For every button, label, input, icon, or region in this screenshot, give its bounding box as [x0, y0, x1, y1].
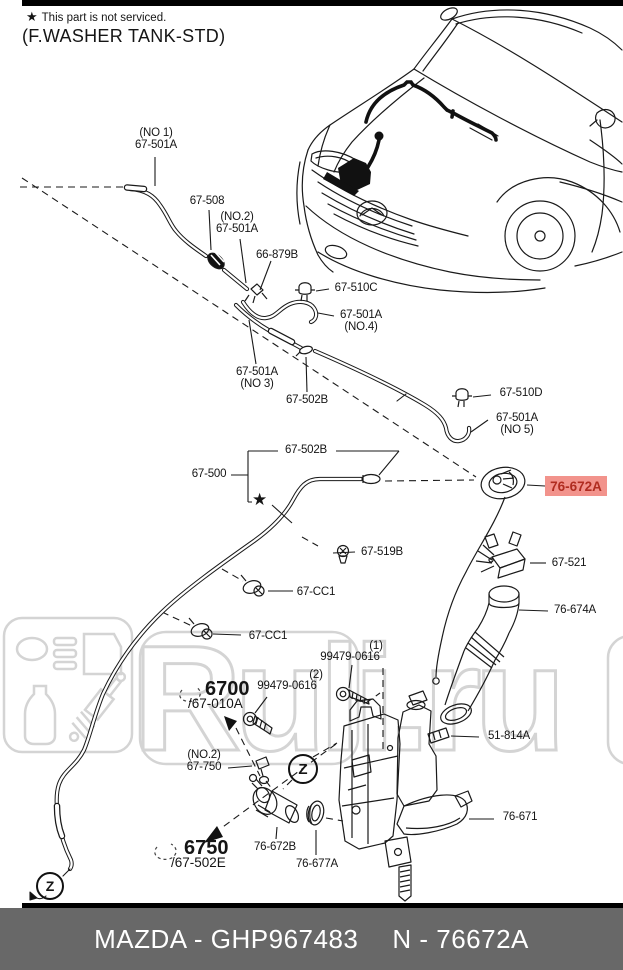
- clip-67-750: [255, 756, 270, 785]
- joint-67-508: [207, 251, 225, 270]
- label-67-502b-upper[interactable]: 67-502B: [285, 394, 329, 406]
- footer-part-code: N - 76672A: [392, 923, 529, 954]
- filler-neck-76-674a: [440, 585, 520, 725]
- grommet-76-677a: [306, 800, 325, 826]
- car-illustration: [296, 7, 623, 294]
- grommet-67-510d: [452, 388, 472, 408]
- footer-rule-bar: [22, 903, 623, 908]
- watermark-icons: [2, 616, 623, 766]
- label-76-672b[interactable]: 76-672B: [253, 841, 297, 853]
- elbow-67-502b: [295, 345, 313, 357]
- ghost-part-6700: [179, 686, 201, 702]
- screw-99479-2: [242, 711, 273, 735]
- label-screw1-count: (1): [369, 640, 383, 652]
- sleeve-51-814a: [427, 727, 450, 744]
- top-rule-bar: [22, 0, 623, 6]
- clip-67-cc1-a: [240, 574, 265, 597]
- label-67-510d[interactable]: 67-510D: [499, 387, 543, 399]
- label-67-502b-assembly[interactable]: 67-502B: [284, 444, 328, 456]
- clip-67-521: [475, 531, 526, 579]
- ghost-part-6750: [154, 843, 177, 860]
- label-67-510c[interactable]: 67-510C: [334, 282, 378, 294]
- leader-lines: [154, 157, 549, 855]
- label-screw2-count: (2): [309, 669, 323, 681]
- label-99479-0616-2[interactable]: 99479-0616: [257, 680, 317, 692]
- label-6750-assembly[interactable]: 6750 /67-502E: [171, 837, 229, 870]
- tube-end-fitting: [361, 473, 381, 485]
- grommet-67-510c: [295, 282, 315, 302]
- label-67-cc1-b[interactable]: 67-CC1: [248, 630, 288, 642]
- clip-67-cc1-b: [188, 617, 213, 640]
- label-67-501a-no4[interactable]: 67-501A(NO.4): [339, 309, 383, 333]
- label-51-814a[interactable]: 51-814A: [487, 730, 531, 742]
- washer-harness-highlight: [323, 80, 498, 196]
- arrowhead-6750: [204, 826, 223, 843]
- footer-bar: MAZDA - GHP967483 N - 76672A: [0, 908, 623, 970]
- assembly-star-icon: ★: [252, 490, 268, 509]
- label-67-501a-no2[interactable]: (NO.2)67-501A: [215, 211, 259, 235]
- label-67-519b[interactable]: 67-519B: [360, 546, 404, 558]
- label-67-cc1-a[interactable]: 67-CC1: [296, 586, 336, 598]
- note-text: This part is not serviced.: [41, 12, 167, 24]
- label-67-508[interactable]: 67-508: [189, 195, 225, 207]
- label-76-674a[interactable]: 76-674A: [553, 604, 597, 616]
- label-67-501a-no3[interactable]: 67-501A(NO 3): [235, 366, 279, 390]
- label-67-521[interactable]: 67-521: [551, 557, 587, 569]
- washer-tank-76-671: [338, 690, 473, 902]
- label-99479-0616-1[interactable]: 99479-0616: [320, 651, 380, 663]
- dashed-lines: [20, 177, 477, 830]
- label-76-677a[interactable]: 76-677A: [295, 858, 339, 870]
- page-title: (F.WASHER TANK-STD): [22, 26, 226, 46]
- label-67-500[interactable]: 67-500: [191, 468, 227, 480]
- label-6700-assembly[interactable]: 6700 /67-010A: [188, 678, 250, 711]
- washer-cap-76-672a: [432, 466, 526, 685]
- arrowhead-6700: [224, 716, 237, 731]
- washer-pump-76-672b: [248, 773, 300, 824]
- label-76-672a-highlighted[interactable]: 76-672A: [545, 476, 607, 496]
- not-serviced-note: ★This part is not serviced.: [26, 9, 166, 25]
- clip-66-879b: [244, 283, 268, 304]
- zone-marker-z-upper[interactable]: Z: [288, 754, 318, 784]
- zone-marker-z-lower[interactable]: Z: [36, 872, 64, 900]
- clamp-67-519b: [336, 544, 350, 564]
- watermark-text: Ruli.ru: [133, 614, 559, 782]
- label-76-671[interactable]: 76-671: [502, 811, 538, 823]
- footer-brand-code: MAZDA - GHP967483: [94, 923, 359, 954]
- label-66-879b[interactable]: 66-879B: [255, 249, 299, 261]
- label-67-501a-no5[interactable]: 67-501A(NO 5): [495, 412, 539, 436]
- part-glyphs: [154, 251, 526, 902]
- label-67-750[interactable]: (NO.2)67-750: [186, 749, 222, 773]
- screw-99479-1: [335, 686, 370, 705]
- star-icon: ★: [26, 9, 38, 24]
- washer-tubes: [29, 184, 472, 901]
- label-67-501a-no1[interactable]: (NO 1)67-501A: [134, 127, 178, 151]
